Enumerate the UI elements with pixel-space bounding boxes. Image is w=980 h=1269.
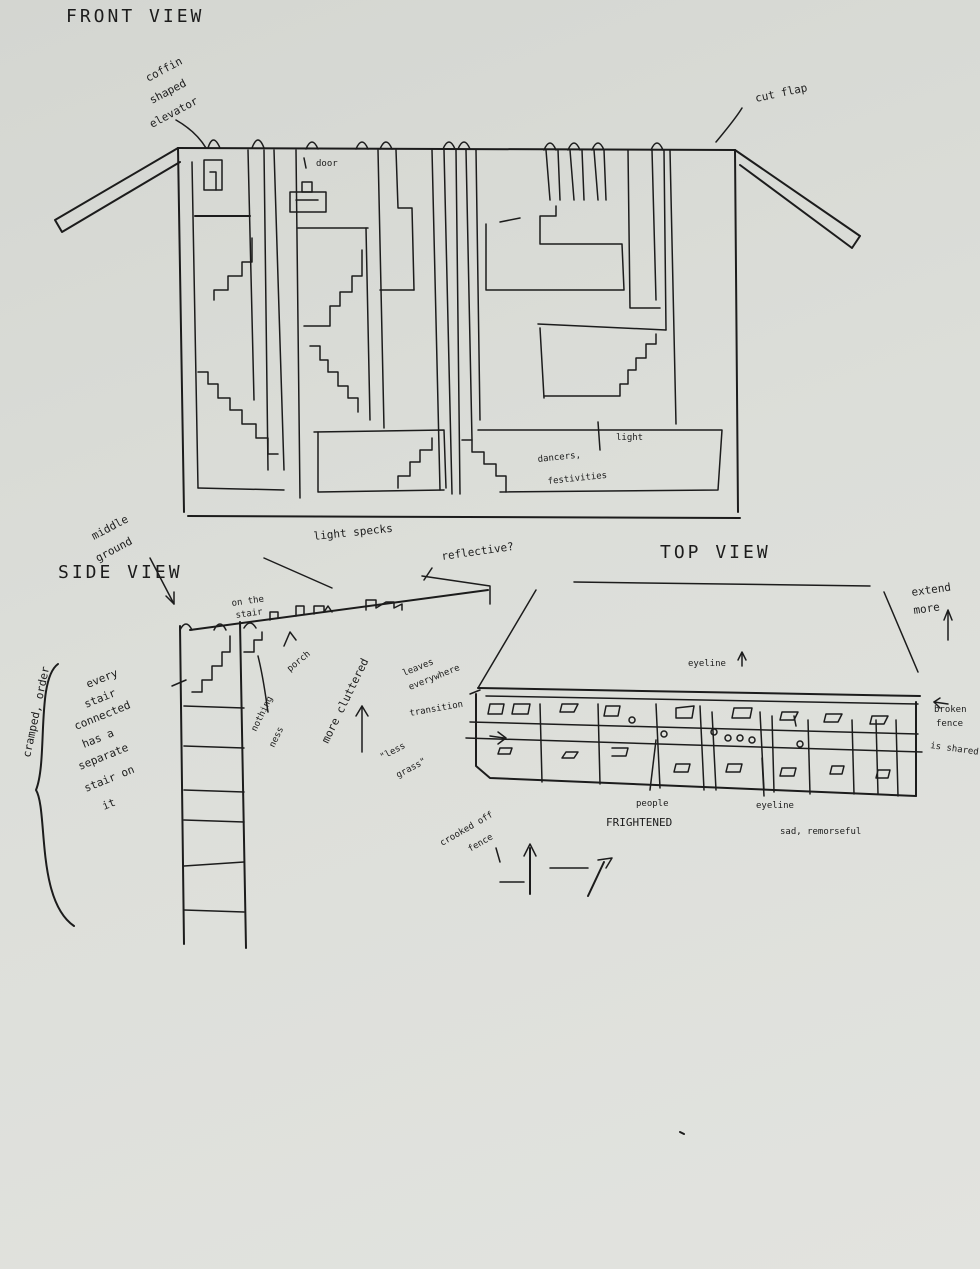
elevator-arrow <box>175 119 207 149</box>
note-ness: ness <box>268 725 286 749</box>
note-fence-2: fence <box>467 832 495 854</box>
front-view-title: FRONT VIEW <box>66 6 204 27</box>
note-nothing: nothing <box>250 695 276 733</box>
note-people: people <box>636 799 669 809</box>
note-stair: stair <box>235 607 264 621</box>
stray-pen-mark <box>679 1131 685 1135</box>
side-view-drawing <box>35 557 491 949</box>
top-view-title: TOP VIEW <box>660 542 771 563</box>
note-eyeline-top: eyeline <box>688 659 726 669</box>
note-grass: grass" <box>395 757 428 781</box>
note-dancers: dancers, <box>537 451 581 465</box>
note-more: more <box>913 600 941 617</box>
note-line-it: it <box>100 796 117 813</box>
top-view-drawing <box>465 581 953 897</box>
note-extend: extend <box>911 581 952 599</box>
note-more-cluttered: more cluttered <box>319 656 371 745</box>
note-festivities: festivities <box>547 471 607 487</box>
note-porch: porch <box>286 649 313 674</box>
note-line-every: every <box>84 666 120 691</box>
note-every-stair: every stair connected has a separate sta… <box>72 666 136 813</box>
cut-flap-arrow <box>715 107 743 143</box>
note-light-specks: light specks <box>313 522 393 543</box>
note-frightened: FRIGHTENED <box>606 816 672 829</box>
note-sad-remorseful: sad, remorseful <box>780 827 861 837</box>
front-view-drawing <box>54 139 861 519</box>
side-view-title: SIDE VIEW <box>58 562 183 583</box>
note-cramped-order: cramped, order <box>20 665 52 759</box>
note-fence: fence <box>936 719 963 729</box>
note-reflective: reflective? <box>441 540 515 563</box>
note-is-shared: is shared <box>930 741 980 758</box>
note-broken: broken <box>934 705 967 715</box>
note-on-the: on the <box>231 595 265 609</box>
note-transition: transition <box>409 700 464 719</box>
note-light: light <box>616 433 643 443</box>
note-eyeline-bottom: eyeline <box>756 801 794 811</box>
note-cut-flap: cut flap <box>754 81 809 105</box>
note-less: "less <box>379 741 408 763</box>
note-door: door <box>316 159 338 169</box>
